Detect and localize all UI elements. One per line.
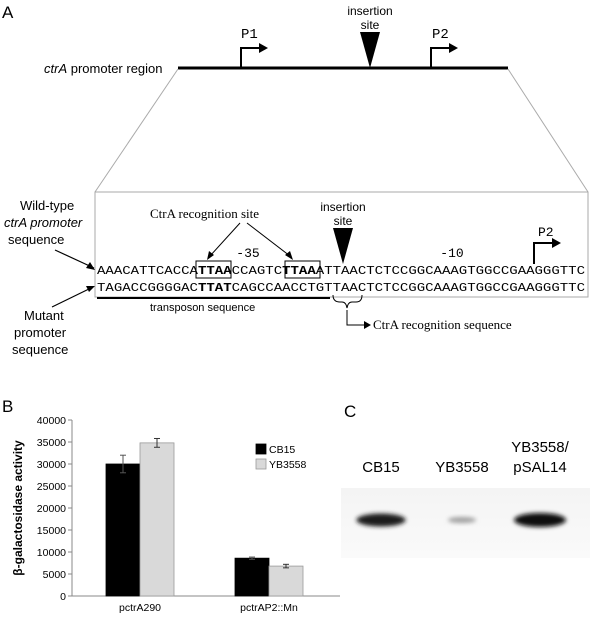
western-blot: CB15 YB3558 YB3558/pSAL14 xyxy=(356,439,570,527)
mutant-label-line2: promoter xyxy=(14,325,67,340)
panel-c-letter: C xyxy=(344,402,356,421)
insertion-site-detail-line1: insertion xyxy=(320,200,365,214)
y-tick-label: 35000 xyxy=(37,437,66,449)
p2-detail-arrow-icon xyxy=(533,242,555,264)
ctra-recognition-sequence-label: CtrA recognition sequence xyxy=(373,317,512,332)
zoom-line-left xyxy=(94,68,179,193)
insertion-triangle-detail-icon xyxy=(333,228,353,264)
recognition-box-2 xyxy=(284,260,321,279)
recognition-arrowhead-left-icon xyxy=(207,251,214,260)
recognition-sequence-bracket xyxy=(332,294,363,309)
legend-label-cb15: CB15 xyxy=(269,444,295,456)
ctra-recognition-site-label: CtrA recognition site xyxy=(150,206,259,221)
p2-arrowhead-icon xyxy=(449,43,458,53)
insertion-site-top-line2: site xyxy=(361,18,380,32)
blot-band-1 xyxy=(447,516,477,524)
bar-cb15-1 xyxy=(234,557,270,597)
panel-a-letter: A xyxy=(2,3,14,22)
transposon-label: transposon sequence xyxy=(150,302,255,314)
recognition-arrow-right xyxy=(246,222,291,257)
legend-swatch-yb3558 xyxy=(255,458,267,470)
insertion-site-top-line1: insertion xyxy=(347,4,392,18)
wt-label-line2: ctrA promoter xyxy=(4,215,83,230)
blot-band-2 xyxy=(514,513,566,527)
p2-label-top: P2 xyxy=(432,27,449,43)
y-axis-label: β-galactosidase activity xyxy=(11,440,25,576)
legend-swatch-cb15 xyxy=(255,443,267,455)
x-category-label: pctrAP2::Mn xyxy=(240,602,298,614)
mutant-label-line1: Mutant xyxy=(24,308,64,323)
wt-pointer-arrowhead-icon xyxy=(86,262,95,270)
y-tick-label: 10000 xyxy=(37,547,66,559)
beta-gal-bar-chart: 0 5000 10000 15000 20000 25000 30000 35000 40000… xyxy=(11,415,340,614)
minus10-label: -10 xyxy=(440,246,463,261)
x-category-label: pctrA290 xyxy=(119,602,161,614)
mutant-pointer-line xyxy=(51,286,94,308)
blot-band-0 xyxy=(356,513,406,527)
y-tick-label: 15000 xyxy=(37,525,66,537)
lane-label-2: YB3558/ xyxy=(511,439,569,456)
insertion-site-detail-line2: site xyxy=(334,214,353,228)
y-tick-label: 20000 xyxy=(37,503,66,515)
wt-pointer-line xyxy=(54,249,95,269)
recognition-arrow-left xyxy=(209,222,241,257)
p1-label: P1 xyxy=(241,27,258,43)
recognition-sequence-arrowhead-icon xyxy=(364,321,371,329)
y-tick-label: 25000 xyxy=(37,481,66,493)
wt-label-line3: sequence xyxy=(8,232,64,247)
bar-cb15-0 xyxy=(105,463,141,597)
recognition-box-1 xyxy=(195,260,232,279)
p1-arrow-icon xyxy=(240,47,262,68)
recognition-arrowhead-right-icon xyxy=(285,251,293,260)
panel-b-letter: B xyxy=(2,397,13,416)
mutant-label-line3: sequence xyxy=(12,342,68,357)
lane-label-0: CB15 xyxy=(362,459,400,476)
y-tick-label: 40000 xyxy=(37,415,66,427)
p2-detail-arrowhead-icon xyxy=(552,238,561,248)
legend-label-yb3558: YB3558 xyxy=(269,459,307,471)
minus35-label: -35 xyxy=(236,246,259,261)
mutant-pointer-arrowhead-icon xyxy=(86,286,95,292)
p1-arrowhead-icon xyxy=(259,43,268,53)
recognition-sequence-pointer xyxy=(346,310,366,326)
y-tick-label: 0 xyxy=(60,591,66,603)
promoter-region-label: ctrA promoter region xyxy=(44,61,163,76)
p2-label-detail: P2 xyxy=(538,225,554,240)
y-tick-label: 30000 xyxy=(37,459,66,471)
bar-yb3558-1 xyxy=(268,565,304,597)
wt-label-line1: Wild-type xyxy=(20,198,74,213)
lane-label-2: pSAL14 xyxy=(513,459,566,476)
promoter-region-label-italic: ctrA xyxy=(44,61,67,76)
y-tick-label: 5000 xyxy=(43,569,67,581)
lane-label-1: YB3558 xyxy=(435,459,488,476)
bar-yb3558-0 xyxy=(139,442,175,597)
zoom-line-right xyxy=(507,68,589,193)
p2-arrow-icon xyxy=(430,47,452,68)
insertion-triangle-top-icon xyxy=(360,32,380,68)
promoter-region-label-rest: promoter region xyxy=(67,61,162,76)
sequence-detail-box xyxy=(94,191,589,298)
